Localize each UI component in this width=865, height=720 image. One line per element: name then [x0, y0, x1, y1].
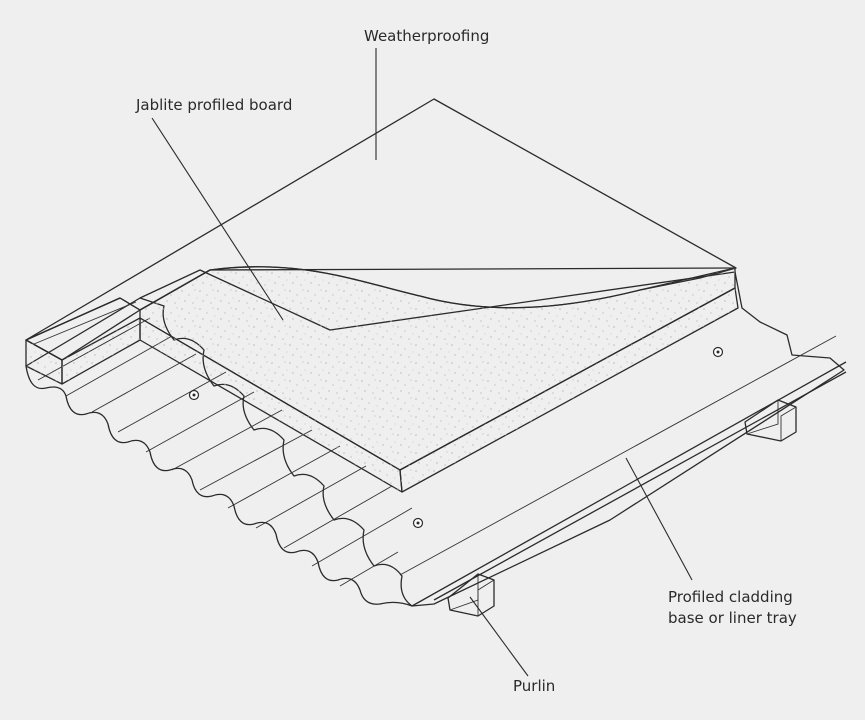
label-weatherproofing: Weatherproofing — [364, 27, 490, 45]
label-purlin: Purlin — [513, 677, 556, 695]
board-edge-strip — [25, 297, 141, 385]
leader-purlin — [469, 596, 529, 677]
label-jablite-board: Jablite profiled board — [136, 96, 293, 114]
leader-cladding — [625, 457, 693, 581]
label-cladding-line1: Profiled cladding — [668, 588, 793, 606]
leader-board — [151, 117, 284, 321]
weatherproofing-membrane — [25, 98, 737, 345]
purlin-front — [447, 573, 495, 617]
label-cladding-line2: base or liner tray — [668, 609, 797, 627]
profiled-cladding — [25, 269, 847, 607]
